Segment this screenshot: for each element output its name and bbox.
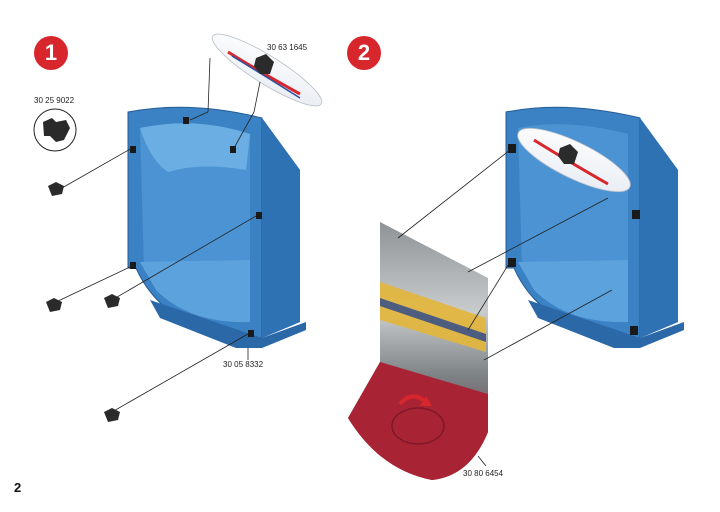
peg-icon [104, 294, 120, 308]
backdrop-sheet [348, 222, 488, 480]
clip-slots-step2 [508, 144, 640, 335]
clip-callout [33, 108, 77, 152]
peg-icon [46, 298, 62, 312]
part-number-backdrop: 30 80 6454 [463, 469, 504, 478]
part-number-peg: 30 05 8332 [223, 360, 264, 369]
step-badge-2: 2 [347, 36, 381, 70]
blue-stand-step1 [127, 106, 306, 348]
sign-oval-step1 [211, 33, 323, 107]
peg-icon [48, 182, 64, 196]
sign-oval-step2 [517, 127, 631, 193]
clip-slots-step1 [130, 117, 262, 337]
part-number-clip: 30 25 9022 [34, 96, 75, 105]
part-number-sign: 30 63 1645 [267, 43, 308, 52]
peg-icons-step1 [46, 182, 120, 422]
page-number: 2 [14, 480, 22, 495]
peg-icon [104, 408, 120, 422]
leader-lines-step2 [397, 149, 613, 467]
step-badge-1: 1 [34, 36, 68, 70]
leader-lines-step1 [55, 57, 261, 413]
